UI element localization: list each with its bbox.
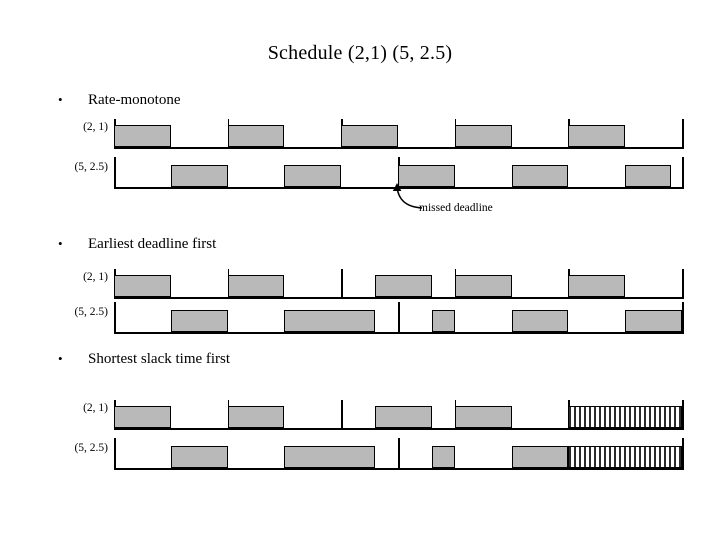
bullet-label: Earliest deadline first bbox=[88, 236, 217, 252]
execution-block bbox=[398, 165, 455, 187]
bullet-shortest-slack-time-first: • Shortest slack time first bbox=[58, 351, 230, 368]
row-label: (5, 2.5) bbox=[74, 161, 108, 173]
timeline-row-rm-task-5-25: (5, 2.5) bbox=[74, 155, 684, 189]
row-label: (2, 1) bbox=[83, 402, 108, 414]
execution-block bbox=[432, 446, 455, 468]
timeline-row-edf-task-5-25: (5, 2.5) bbox=[74, 300, 684, 334]
execution-block bbox=[454, 406, 512, 428]
execution-block bbox=[375, 275, 433, 297]
execution-block bbox=[227, 406, 285, 428]
timeline-axis bbox=[114, 428, 684, 430]
period-tick bbox=[341, 269, 343, 299]
timeline-axis bbox=[114, 147, 684, 149]
execution-block bbox=[432, 310, 455, 332]
execution-block bbox=[170, 310, 228, 332]
execution-block bbox=[511, 165, 569, 187]
bullet-earliest-deadline-first: • Earliest deadline first bbox=[58, 236, 216, 253]
execution-block bbox=[511, 310, 569, 332]
period-tick bbox=[114, 438, 116, 470]
bullet-rate-monotone: • Rate-monotone bbox=[58, 92, 180, 109]
execution-block bbox=[511, 446, 569, 468]
period-tick bbox=[682, 438, 684, 470]
execution-block bbox=[114, 275, 171, 297]
bullet-label: Rate-monotone bbox=[88, 92, 181, 108]
execution-block bbox=[568, 125, 626, 147]
execution-block bbox=[341, 125, 398, 147]
period-tick bbox=[114, 302, 116, 334]
period-tick bbox=[682, 400, 684, 430]
execution-block bbox=[114, 406, 171, 428]
execution-block bbox=[454, 275, 512, 297]
execution-block bbox=[568, 275, 626, 297]
execution-block bbox=[454, 125, 512, 147]
row-label: (2, 1) bbox=[83, 121, 108, 133]
period-tick bbox=[398, 302, 400, 334]
bullet-label: Shortest slack time first bbox=[88, 351, 231, 367]
timeline-row-rm-task-2-1: (2, 1) bbox=[83, 115, 684, 149]
execution-block-hatched bbox=[568, 406, 682, 428]
execution-block bbox=[227, 125, 285, 147]
execution-block bbox=[625, 310, 682, 332]
period-tick bbox=[682, 302, 684, 334]
missed-deadline-label: missed deadline bbox=[419, 202, 493, 214]
bullet-icon: • bbox=[58, 351, 63, 366]
row-label: (2, 1) bbox=[83, 271, 108, 283]
execution-block bbox=[227, 275, 285, 297]
execution-block bbox=[284, 310, 376, 332]
bullet-icon: • bbox=[58, 236, 63, 251]
execution-block bbox=[284, 446, 376, 468]
execution-block-hatched bbox=[568, 446, 682, 468]
execution-block bbox=[114, 125, 171, 147]
row-label: (5, 2.5) bbox=[74, 306, 108, 318]
timeline-axis bbox=[114, 297, 684, 299]
bullet-icon: • bbox=[58, 92, 63, 107]
period-tick bbox=[682, 157, 684, 189]
execution-block bbox=[625, 165, 671, 187]
execution-block bbox=[284, 165, 342, 187]
timeline-row-sst-task-2-1: (2, 1) bbox=[83, 396, 684, 430]
row-label: (5, 2.5) bbox=[74, 442, 108, 454]
execution-block bbox=[170, 446, 228, 468]
page-title: Schedule (2,1) (5, 2.5) bbox=[267, 42, 453, 64]
period-tick bbox=[398, 438, 400, 470]
period-tick bbox=[682, 269, 684, 299]
timeline-row-sst-task-5-25: (5, 2.5) bbox=[74, 436, 684, 470]
timeline-row-edf-task-2-1: (2, 1) bbox=[83, 265, 684, 299]
execution-block bbox=[375, 406, 433, 428]
period-tick bbox=[341, 400, 343, 430]
execution-block bbox=[170, 165, 228, 187]
period-tick bbox=[682, 119, 684, 149]
period-tick bbox=[114, 157, 116, 189]
